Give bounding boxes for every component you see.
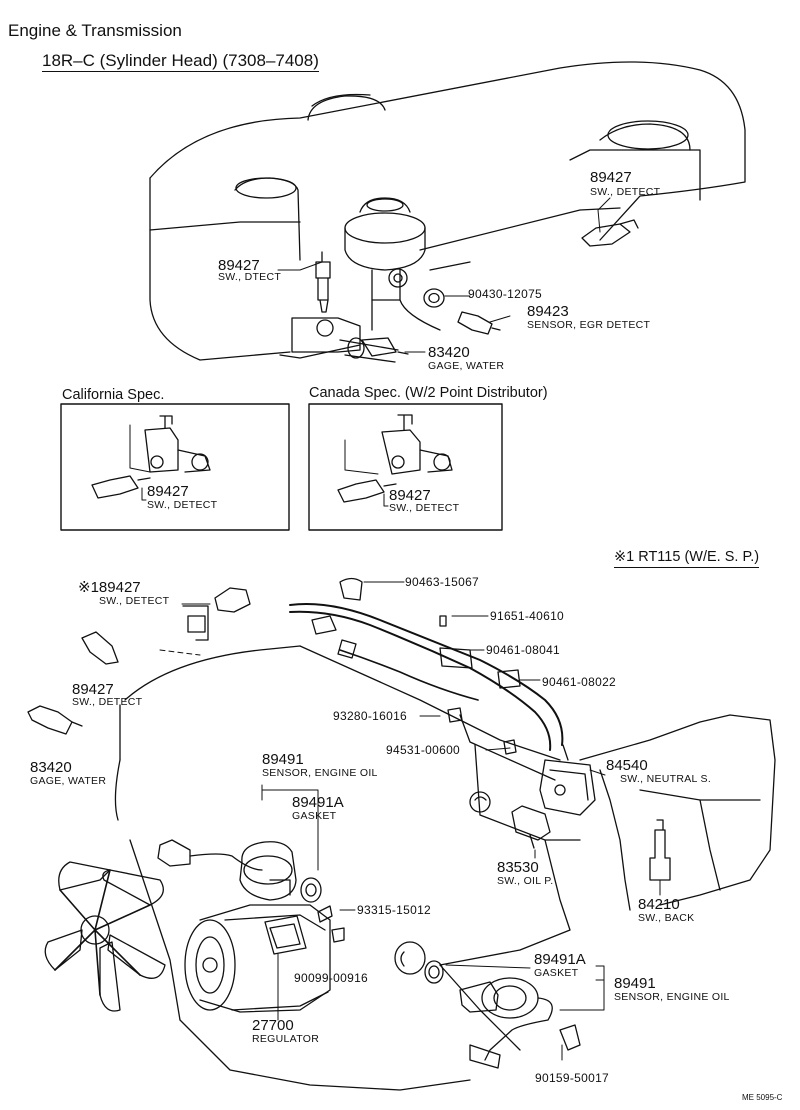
part-number-189427: ※189427 xyxy=(78,579,141,596)
part-number-89427-b: 89427 xyxy=(218,257,260,274)
engine-transmission-drawing xyxy=(27,577,776,1091)
part-number-90461-a: 90461-08041 xyxy=(486,643,561,657)
part-desc-83420-b: GAGE, WATER xyxy=(30,775,107,787)
part-desc-89491-b: SENSOR, ENGINE OIL xyxy=(614,991,730,1003)
part-desc-89427-b: SW., DTECT xyxy=(218,271,282,283)
part-number-27700: 27700 xyxy=(252,1017,294,1034)
part-number-90430: 90430-12075 xyxy=(468,287,543,301)
part-number-94531: 94531-00600 xyxy=(386,743,461,757)
part-number-83420-a: 83420 xyxy=(428,344,470,361)
figure-code: ME 5095-C xyxy=(742,1093,783,1102)
california-box xyxy=(60,403,290,531)
part-number-90461-b: 90461-08022 xyxy=(542,675,617,689)
page-subtitle: 18R–C (Sylinder Head) (7308–7408) xyxy=(42,51,319,72)
part-number-90159: 90159-50017 xyxy=(535,1071,610,1085)
part-desc-89491A-a: GASKET xyxy=(292,810,337,822)
part-number-89491-b: 89491 xyxy=(614,975,656,992)
part-number-90463: 90463-15067 xyxy=(405,575,480,589)
part-desc-189427: SW., DETECT xyxy=(99,595,170,607)
part-number-83530: 83530 xyxy=(497,859,539,876)
leader-lines-top xyxy=(277,197,611,353)
part-number-93315: 93315-15012 xyxy=(357,903,432,917)
part-desc-83420-a: GAGE, WATER xyxy=(428,360,505,372)
part-number-90099: 90099-00916 xyxy=(294,971,369,985)
part-desc-83530: SW., OIL P. xyxy=(497,875,554,887)
part-number-89423: 89423 xyxy=(527,303,569,320)
rt115-note: ※1 RT115 (W/E. S. P.) xyxy=(614,550,760,568)
part-number-89427-d: 89427 xyxy=(389,487,431,504)
part-number-84540: 84540 xyxy=(606,757,648,774)
part-desc-89427-e: SW., DETECT xyxy=(72,696,143,708)
part-desc-84210: SW., BACK xyxy=(638,912,695,924)
part-number-89427-e: 89427 xyxy=(72,681,114,698)
part-number-89491A-b: 89491A xyxy=(534,951,586,968)
part-number-83420-b: 83420 xyxy=(30,759,72,776)
part-desc-89491A-b: GASKET xyxy=(534,967,579,979)
part-desc-89427-a: SW., DETECT xyxy=(590,186,661,198)
part-number-91651: 91651-40610 xyxy=(490,609,565,623)
section-title: Engine & Transmission xyxy=(8,21,182,40)
california-spec-title: California Spec. xyxy=(62,387,165,403)
part-number-89427-a: 89427 xyxy=(590,169,632,186)
part-desc-89427-d: SW., DETECT xyxy=(389,502,460,514)
part-desc-89423: SENSOR, EGR DETECT xyxy=(527,319,651,331)
part-number-84210: 84210 xyxy=(638,896,680,913)
part-desc-89427-c: SW., DETECT xyxy=(147,499,218,511)
part-desc-27700: REGULATOR xyxy=(252,1033,320,1045)
part-number-89491A-a: 89491A xyxy=(292,794,344,811)
part-number-93280: 93280-16016 xyxy=(333,709,408,723)
part-desc-89491-a: SENSOR, ENGINE OIL xyxy=(262,767,378,779)
canada-spec-title: Canada Spec. (W/2 Point Distributor) xyxy=(309,385,548,401)
part-number-89427-c: 89427 xyxy=(147,483,189,500)
cylinder-head-drawing xyxy=(149,61,746,363)
leader-lines-lower xyxy=(181,581,661,1061)
part-desc-84540: SW., NEUTRAL S. xyxy=(620,773,712,785)
canada-box xyxy=(308,403,503,531)
part-number-89491-a: 89491 xyxy=(262,751,304,768)
